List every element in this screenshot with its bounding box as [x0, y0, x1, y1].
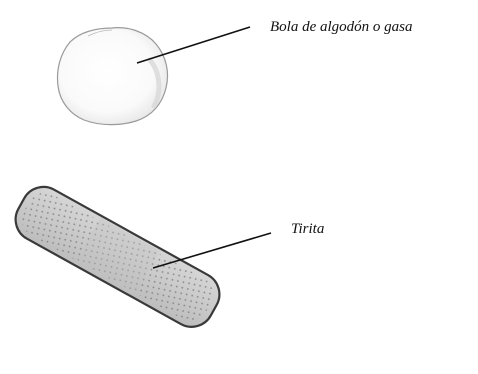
- cotton-leader-line: [136, 26, 251, 64]
- bandage-leader-line: [152, 232, 272, 269]
- cotton-ball-icon: [56, 27, 169, 126]
- bandage-icon: [14, 185, 221, 328]
- bandage-label: Tirita: [291, 221, 325, 237]
- cotton-ball-label: Bola de algodón o gasa: [270, 19, 413, 35]
